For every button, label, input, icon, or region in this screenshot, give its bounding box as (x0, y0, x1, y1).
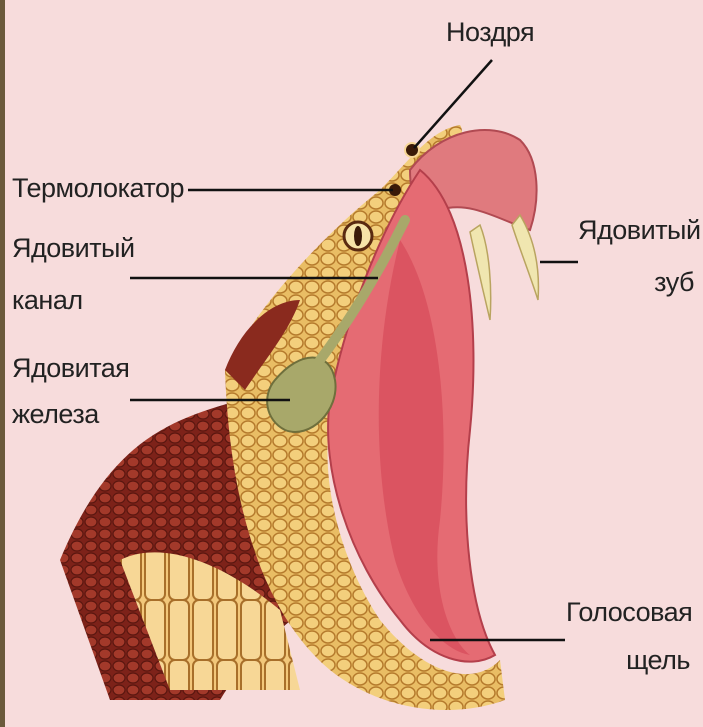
label-nostril: Ноздря (446, 16, 534, 50)
fang-left (470, 225, 491, 320)
label-venom-fang-line1: Ядовитый (578, 214, 694, 248)
label-thermolocator: Термолокатор (12, 172, 184, 206)
label-thermolocator-text: Термолокатор (12, 172, 184, 206)
label-venom-gland-line1: Ядовитая (12, 352, 129, 386)
label-venom-gland-line2: железа (12, 398, 129, 432)
label-venom-canal: Ядовитый канал (12, 232, 135, 318)
label-venom-fang-line2: зуб (578, 266, 694, 300)
label-glottis-line2: щель (566, 644, 690, 678)
label-glottis-line1: Голосовая (566, 596, 690, 630)
label-glottis: Голосовая щель (566, 596, 690, 678)
fang-right (512, 215, 538, 300)
label-venom-gland: Ядовитая железа (12, 352, 129, 432)
label-venom-canal-line1: Ядовитый (12, 232, 135, 266)
label-venom-canal-line2: канал (12, 284, 135, 318)
label-venom-fang: Ядовитый зуб (578, 214, 694, 300)
eye-pupil (354, 226, 362, 246)
label-nostril-text: Ноздря (446, 16, 534, 50)
